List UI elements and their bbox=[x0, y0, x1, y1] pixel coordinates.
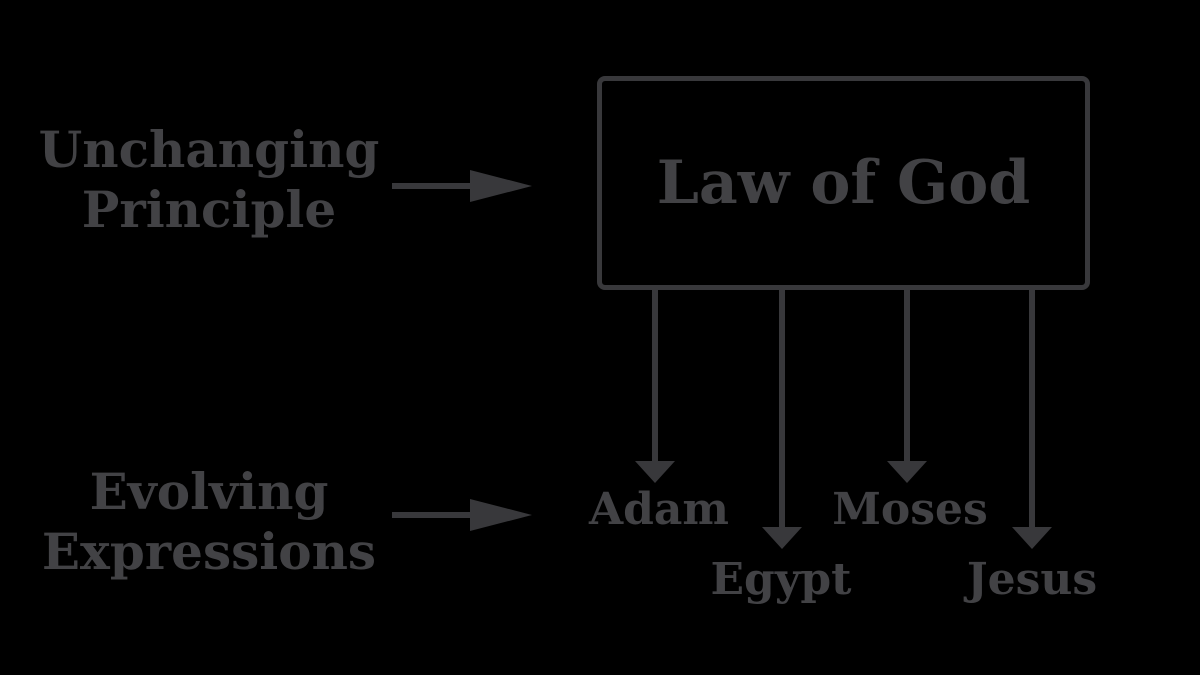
label-evolving-expressions: Evolving Expressions bbox=[9, 462, 409, 582]
expression-label-jesus: Jesus bbox=[966, 554, 1098, 605]
expression-label-egypt: Egypt bbox=[710, 554, 852, 605]
arrow-right-unchanging-icon bbox=[392, 170, 532, 202]
expression-label-adam: Adam bbox=[589, 484, 729, 535]
law-of-god-label: Law of God bbox=[656, 148, 1031, 218]
law-of-god-box: Law of God bbox=[597, 76, 1090, 290]
label-line: Principle bbox=[81, 180, 337, 239]
arrow-down-moses-icon bbox=[887, 287, 927, 483]
arrow-down-egypt-icon bbox=[762, 287, 802, 549]
label-unchanging-principle: Unchanging Principle bbox=[9, 120, 409, 240]
label-line: Unchanging bbox=[38, 120, 380, 179]
expression-label-moses: Moses bbox=[832, 484, 988, 535]
label-line: Evolving bbox=[89, 462, 329, 521]
arrow-down-jesus-icon bbox=[1012, 287, 1052, 549]
arrow-down-adam-icon bbox=[635, 287, 675, 483]
label-line: Expressions bbox=[41, 522, 377, 581]
arrow-right-evolving-icon bbox=[392, 499, 532, 531]
